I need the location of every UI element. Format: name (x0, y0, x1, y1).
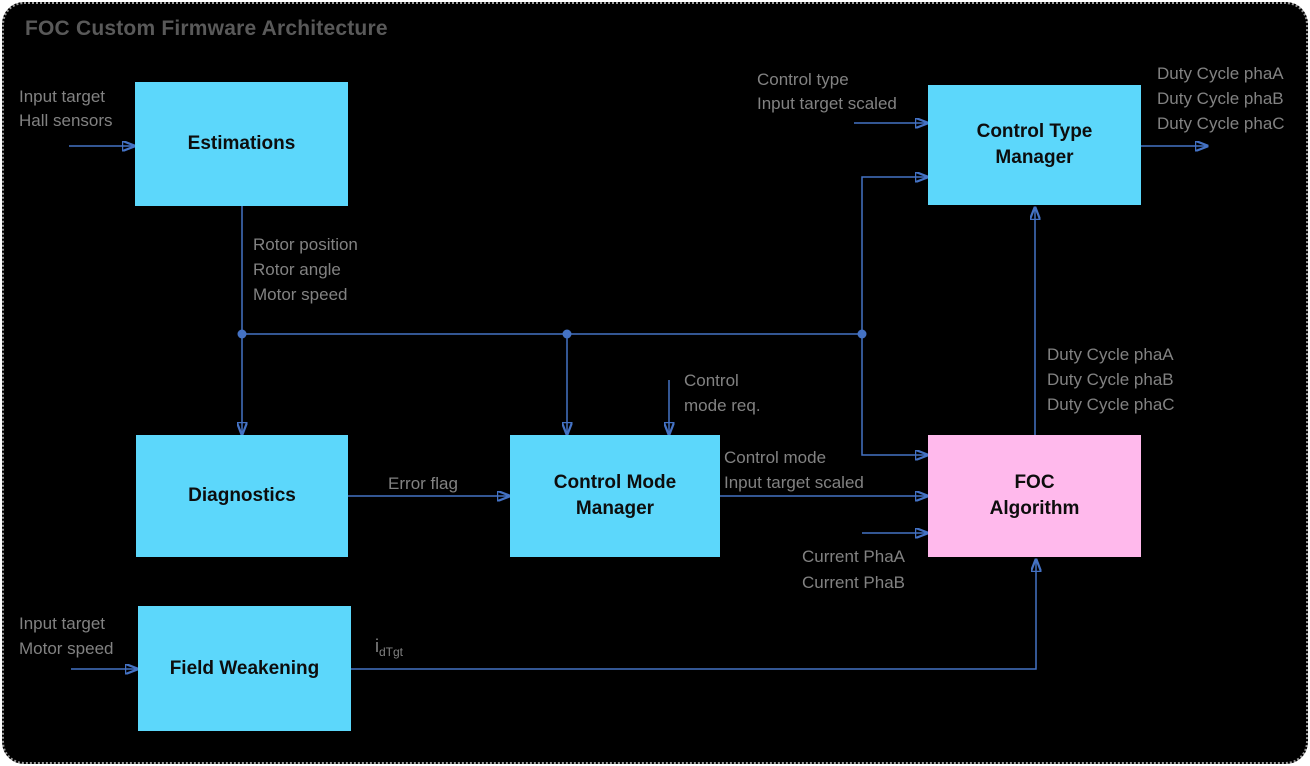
block-estimations: Estimations (135, 82, 348, 206)
connector-bus-to-control-type-manager (861, 177, 928, 334)
label-id-target: idTgt (375, 636, 404, 659)
block-control-type-manager: Control Type Manager (928, 85, 1141, 205)
label-error-flag: Error flag (388, 474, 458, 493)
connector-field-weakening-to-foc (351, 559, 1036, 670)
label-estimations-inputs: Input target Hall sensors (19, 87, 113, 130)
block-label: Diagnostics (188, 485, 296, 506)
block-field-weakening: Field Weakening (138, 606, 351, 731)
block-control-mode-manager: Control Mode Manager (510, 435, 720, 557)
label-current-inputs: Current PhaA Current PhaB (802, 547, 905, 592)
block-label-line: Control Mode (553, 472, 677, 493)
block-label-line: Manager (995, 147, 1074, 168)
junction-dot (562, 329, 572, 339)
junction-dot (237, 329, 247, 339)
label-field-weakening-inputs: Input target Motor speed (19, 614, 114, 658)
diagram-title: FOC Custom Firmware Architecture (25, 17, 388, 40)
block-label-line: Control Type (976, 121, 1093, 142)
label-duty-cycle-outputs: Duty Cycle phaA Duty Cycle phaB Duty Cyc… (1157, 64, 1285, 133)
block-label-line: Algorithm (989, 498, 1080, 519)
label-duty-cycle-feedback: Duty Cycle phaA Duty Cycle phaB Duty Cyc… (1047, 345, 1175, 414)
junction-dot (857, 329, 867, 339)
block-label: Estimations (187, 133, 296, 154)
label-estimations-outputs: Rotor position Rotor angle Motor speed (253, 235, 358, 304)
label-control-mode-manager-outputs: Control mode Input target scaled (724, 448, 864, 492)
block-diagnostics: Diagnostics (136, 435, 348, 557)
block-label-line: Manager (575, 498, 655, 519)
label-control-mode-request: Control mode req. (684, 371, 761, 415)
block-label-line: FOC (1014, 472, 1055, 493)
block-foc-algorithm: FOC Algorithm (928, 435, 1141, 557)
block-label: Field Weakening (169, 657, 320, 679)
connector-bus-to-foc-algorithm (861, 334, 928, 455)
label-control-type-manager-inputs: Control type Input target scaled (757, 70, 897, 113)
